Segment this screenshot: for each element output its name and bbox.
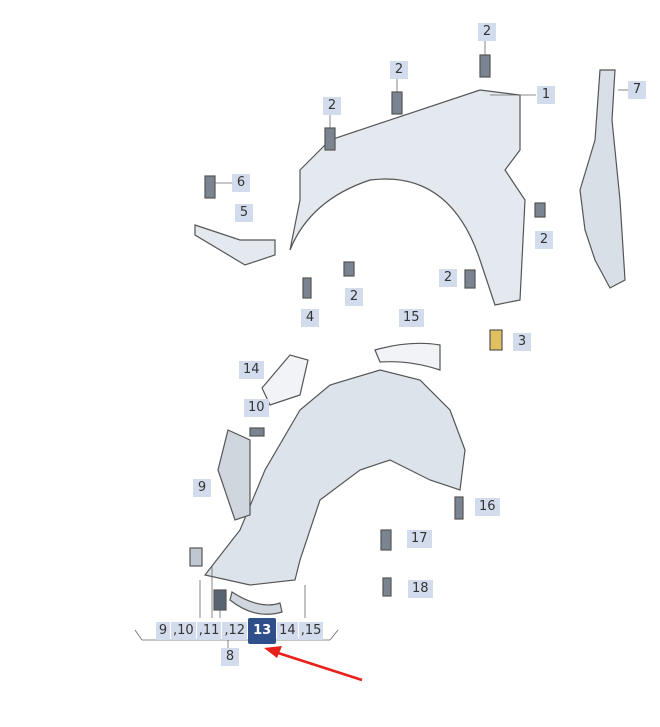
callout-10[interactable]: 10: [244, 399, 269, 417]
callout-2[interactable]: 2: [345, 288, 363, 306]
pointer-arrow: [264, 646, 363, 682]
callout-2[interactable]: 2: [390, 61, 408, 79]
bracket-part-5: [194, 224, 276, 266]
callout-7[interactable]: 7: [628, 81, 646, 99]
callout-2[interactable]: 2: [323, 97, 341, 115]
callout-9[interactable]: 9: [193, 479, 211, 497]
group-label-8[interactable]: 8: [221, 648, 239, 666]
callout-4[interactable]: 4: [301, 309, 319, 327]
bottom-callout-15[interactable]: ,15: [298, 622, 324, 640]
strip-part-13: [229, 591, 283, 615]
callout-18[interactable]: 18: [408, 580, 433, 598]
bottom-callout-13-selected[interactable]: 13: [248, 618, 277, 644]
callout-14[interactable]: 14: [239, 361, 264, 379]
callout-2[interactable]: 2: [439, 269, 457, 287]
pad-part-15: [374, 342, 441, 371]
callout-17[interactable]: 17: [407, 530, 432, 548]
callout-5[interactable]: 5: [235, 204, 253, 222]
pad-part-14: [261, 354, 309, 406]
wheelhouse-liner-part-8: [203, 369, 466, 586]
fender-part-1: [289, 89, 526, 306]
bottom-callout-row: 9 ,10 ,11 ,12 13 14 ,15: [156, 618, 324, 644]
clip-part-12: [213, 589, 227, 611]
callout-16[interactable]: 16: [475, 498, 500, 516]
bracket-part-7: [579, 69, 626, 289]
callout-2[interactable]: 2: [535, 231, 553, 249]
callout-3[interactable]: 3: [513, 333, 531, 351]
callout-6[interactable]: 6: [232, 174, 250, 192]
callout-1[interactable]: 1: [537, 86, 555, 104]
bottom-callout-10[interactable]: ,10: [171, 622, 196, 640]
clip-part-11: [189, 547, 203, 567]
bottom-callout-9[interactable]: 9: [156, 622, 170, 640]
callout-2[interactable]: 2: [478, 23, 496, 41]
grille-part-9: [217, 429, 251, 521]
bottom-callout-14[interactable]: 14: [277, 622, 298, 640]
bottom-callout-12[interactable]: ,12: [222, 622, 248, 640]
bottom-callout-11[interactable]: ,11: [196, 622, 222, 640]
callout-15[interactable]: 15: [399, 309, 424, 327]
